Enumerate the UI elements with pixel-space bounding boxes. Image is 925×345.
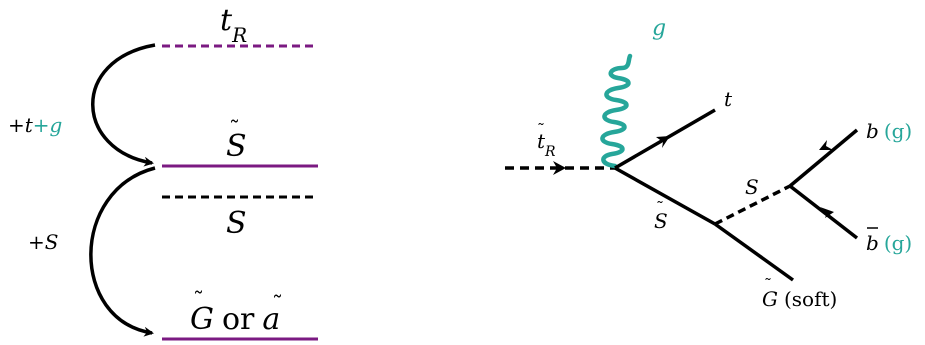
b-quark-line xyxy=(788,128,859,188)
arrow-icon xyxy=(656,136,670,148)
scalar-line xyxy=(714,184,791,226)
b-quark-label: b(g) xyxy=(866,119,912,143)
arrow-icon xyxy=(553,161,566,175)
transition-arrow-lower xyxy=(89,166,156,337)
gluon-line xyxy=(600,53,633,169)
transition-label-upper: +t+g xyxy=(8,113,62,137)
tilde-accent-icon: ˜ xyxy=(656,198,664,217)
gravitino-line xyxy=(713,222,795,282)
tilde-accent-icon: ˜ xyxy=(764,275,772,294)
tilde-accent-icon: ˜ xyxy=(193,289,204,314)
tilde-accent-icon: ˜ xyxy=(272,293,283,318)
s-tilde-line xyxy=(614,166,716,226)
tilde-accent-icon: ˜ xyxy=(229,118,240,143)
scalar-label: S xyxy=(745,175,759,199)
top-quark-label: t xyxy=(724,87,733,111)
level-label-stop: tR xyxy=(220,3,247,47)
gravitino-label: G(soft) xyxy=(762,287,837,311)
feynman-diagram: tR ˜ g t S ˜ S G(soft) ˜ b(g) b( xyxy=(505,16,912,311)
transition-label-lower: +S xyxy=(28,230,58,254)
arrow-icon xyxy=(820,207,834,218)
bbar-quark-label: b(g) xyxy=(866,231,912,255)
bbar-quark-line xyxy=(788,184,859,240)
tilde-accent-icon: ˜ xyxy=(537,120,545,139)
s-tilde-label: S xyxy=(654,209,668,233)
tilde-accent-icon: ˜ xyxy=(222,0,233,18)
arrow-icon xyxy=(819,140,833,150)
incoming-stop-label: tR xyxy=(537,129,556,160)
level-label-s: S xyxy=(226,206,247,241)
gluon-label: g xyxy=(652,16,666,41)
transition-arrow-upper xyxy=(91,43,156,167)
level-label-s-tilde: S xyxy=(226,129,247,164)
